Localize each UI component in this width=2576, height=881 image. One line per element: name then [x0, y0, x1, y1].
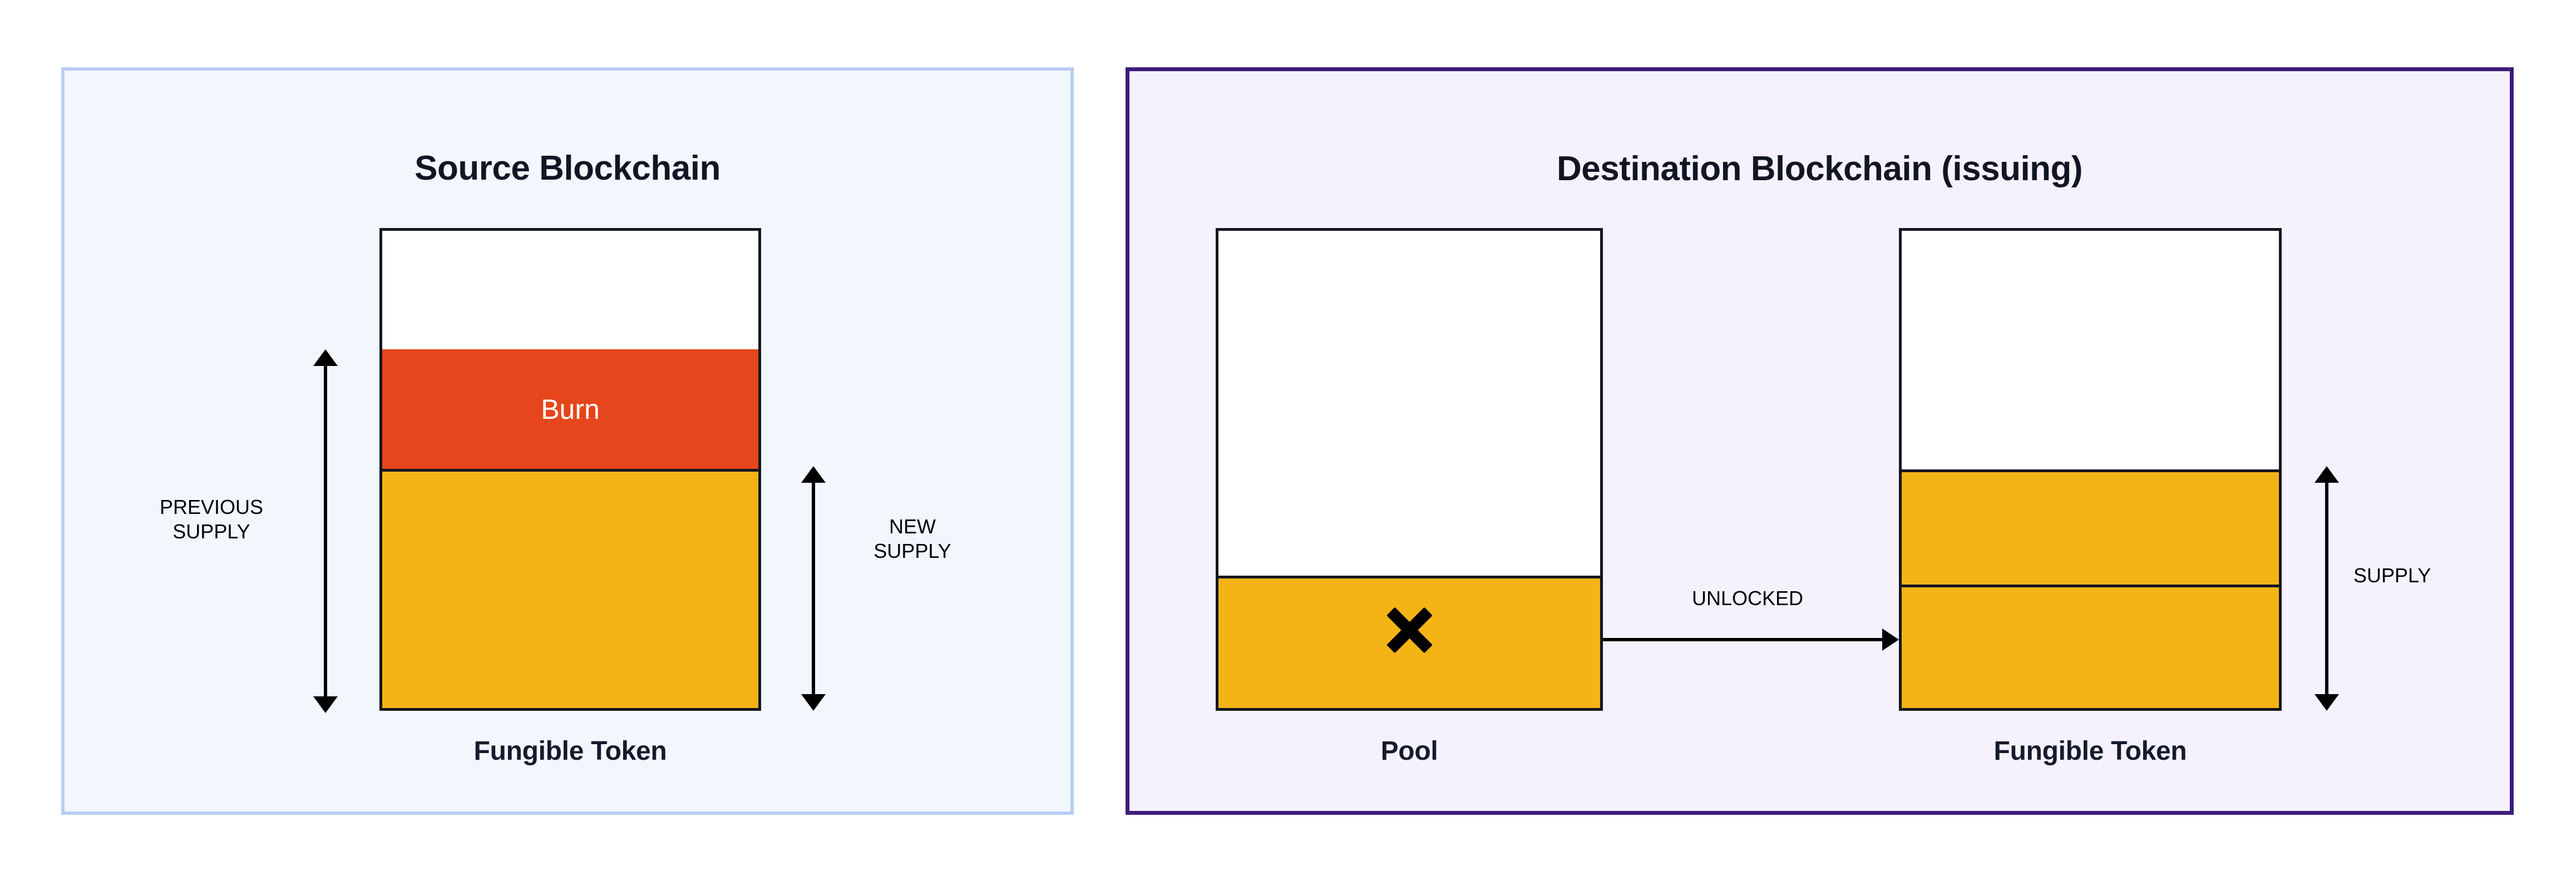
destination-panel-title: Destination Blockchain (issuing): [1556, 150, 2083, 188]
new-supply-label: NEW SUPPLY: [874, 515, 951, 562]
arrow-head-up-icon: [801, 466, 826, 483]
arrow-shaft: [1603, 638, 1884, 641]
new-supply-arrow: [801, 466, 826, 711]
arrow-head-up-icon: [2315, 466, 2339, 483]
pool-bar: [1216, 228, 1603, 711]
previous-supply-arrow: [313, 349, 338, 713]
unlocked-flow-label: UNLOCKED: [1691, 587, 1804, 610]
destination-supply-label: SUPPLY: [2353, 564, 2431, 587]
burn-segment-label: Burn: [541, 393, 600, 425]
remaining-supply-segment: [382, 469, 758, 708]
arrow-shaft: [812, 481, 815, 696]
pool-bar-caption: Pool: [1380, 736, 1438, 766]
unlocked-flow-arrow: [1603, 628, 1899, 651]
pool-locked-segment: [1218, 576, 1600, 708]
burn-segment: Burn: [382, 349, 758, 469]
arrow-shaft: [2325, 481, 2328, 696]
arrow-head-down-icon: [801, 694, 826, 711]
source-panel-title: Source Blockchain: [414, 149, 721, 187]
destination-supply-arrow: [2315, 466, 2339, 711]
destination-fungible-token-bar: [1899, 228, 2282, 711]
previous-supply-label: PREVIOUS SUPPLY: [159, 496, 264, 543]
destination-bar-caption: Fungible Token: [1993, 736, 2187, 766]
arrow-head-right-icon: [1882, 628, 1899, 651]
existing-supply-segment: [1902, 469, 2279, 585]
unlocked-supply-segment: [1902, 585, 2279, 708]
source-bar-caption: Fungible Token: [473, 736, 667, 766]
source-fungible-token-bar: Burn: [379, 228, 761, 711]
arrow-head-up-icon: [313, 349, 338, 366]
arrow-head-down-icon: [313, 696, 338, 713]
arrow-shaft: [324, 364, 327, 699]
arrow-head-down-icon: [2315, 694, 2339, 711]
x-mark-icon: [1383, 603, 1436, 657]
